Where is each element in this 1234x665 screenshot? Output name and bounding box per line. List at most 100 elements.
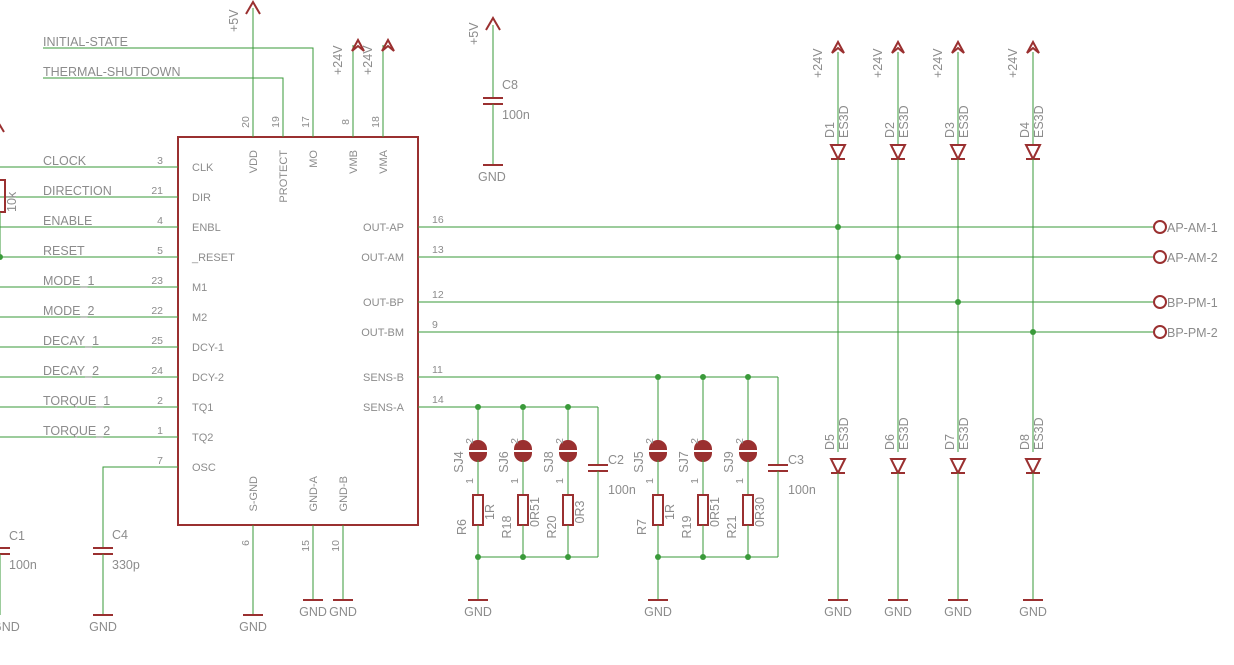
solder-jumper-half — [693, 440, 713, 450]
net-label: THERMAL-SHUTDOWN — [43, 65, 181, 79]
net-label: DIRECTION — [43, 184, 112, 198]
gnd-label: GND — [824, 605, 852, 619]
pin-name: DCY-2 — [192, 372, 224, 384]
diode-symbol — [889, 144, 907, 162]
power-arrow — [245, 0, 261, 15]
diode-value: ES3D — [957, 105, 971, 138]
pin-name: TQ1 — [192, 402, 213, 414]
connector-pad — [1153, 325, 1167, 339]
power-arrow — [951, 39, 965, 54]
diode-ref: D6 — [883, 434, 897, 450]
jumper-ref: SJ9 — [722, 451, 736, 473]
pin-name: DIR — [192, 192, 211, 204]
diode-ref: D8 — [1018, 434, 1032, 450]
net-wire — [43, 77, 284, 107]
net-label: DECAY_2 — [43, 364, 99, 378]
jumper-ref: SJ5 — [632, 451, 646, 473]
pin-number: 3 — [157, 155, 163, 167]
connector-pad — [1153, 295, 1167, 309]
pin-number: 2 — [157, 395, 163, 407]
pin-name: VDD — [248, 150, 260, 173]
power-label: +24V — [811, 48, 825, 78]
ic-body — [177, 136, 419, 526]
pin-mark: 2 — [734, 438, 746, 444]
pin-number: 12 — [432, 289, 444, 301]
partial-arrow — [0, 123, 5, 133]
gnd-label: GND — [239, 620, 267, 634]
gnd-label: GND — [644, 605, 672, 619]
pin-number: 24 — [151, 365, 163, 377]
pin-number: 6 — [240, 540, 252, 546]
solder-jumper-half — [468, 440, 488, 450]
net-wire — [43, 47, 314, 107]
pin-name: MO — [308, 150, 320, 168]
pin-name: OUT-BM — [361, 327, 404, 339]
cap-ref: C1 — [9, 529, 25, 543]
gnd-label: GND — [944, 605, 972, 619]
diode-ref: D7 — [943, 434, 957, 450]
pin-name: ENBL — [192, 222, 221, 234]
solder-jumper-half — [558, 440, 578, 450]
solder-jumper-half — [693, 452, 713, 462]
pin-number: 5 — [157, 245, 163, 257]
diode-value: ES3D — [1032, 105, 1046, 138]
resistor-value: 0R51 — [528, 497, 542, 527]
pin-name: SENS-A — [363, 402, 405, 414]
resistor-ref: R7 — [635, 519, 649, 535]
resistor-value: 1R — [483, 504, 497, 520]
power-arrow — [381, 37, 395, 52]
pin-number: 18 — [370, 116, 382, 128]
connector-label: AP-AM-1 — [1167, 221, 1218, 235]
pin-number: 9 — [432, 319, 438, 331]
net-label: MODE_2 — [43, 304, 94, 318]
diode-symbol — [829, 458, 847, 476]
connector-pad — [1153, 220, 1167, 234]
diode-ref: D5 — [823, 434, 837, 450]
pin-name: SENS-B — [363, 372, 404, 384]
diode-ref: D4 — [1018, 122, 1032, 138]
pin-mark: 1 — [554, 478, 566, 484]
solder-jumper-half — [738, 440, 758, 450]
solder-jumper-half — [558, 452, 578, 462]
diode-symbol — [949, 458, 967, 476]
pin-mark: 1 — [644, 478, 656, 484]
power-arrow — [351, 37, 365, 52]
power-arrow — [891, 39, 905, 54]
cap-value: 100n — [788, 483, 816, 497]
pin-number: 21 — [151, 185, 163, 197]
jumper-ref: SJ7 — [677, 451, 691, 473]
pin-number: 23 — [151, 275, 163, 287]
net-label: DECAY_1 — [43, 334, 99, 348]
gnd-label: GND — [884, 605, 912, 619]
net-label: CLOCK — [43, 154, 87, 168]
junction-dot — [1030, 329, 1036, 335]
pin-name: GND-A — [308, 475, 320, 511]
cap-value: 100n — [9, 558, 37, 572]
pin-name: DCY-1 — [192, 342, 224, 354]
jumper-ref: SJ8 — [542, 451, 556, 473]
resistor-symbol — [742, 494, 754, 526]
pin-mark: 2 — [464, 438, 476, 444]
net-label: RESET — [43, 244, 85, 258]
power-label: +5V — [467, 22, 481, 45]
power-label: +24V — [931, 48, 945, 78]
pin-number: 4 — [157, 215, 163, 227]
pin-number: 11 — [432, 364, 443, 376]
cap-ref: C2 — [608, 453, 624, 467]
net-label: INITIAL-STATE — [43, 35, 128, 49]
diode-ref: D3 — [943, 122, 957, 138]
cap-value: 100n — [608, 483, 636, 497]
pin-mark: 1 — [509, 478, 521, 484]
solder-jumper-half — [648, 440, 668, 450]
pin-name: VMB — [348, 150, 360, 174]
pin-number: 14 — [432, 394, 444, 406]
pin-name: TQ2 — [192, 432, 213, 444]
gnd-label: GND — [464, 605, 492, 619]
resistor-ref: R19 — [680, 515, 694, 538]
resistor-ref: R18 — [500, 515, 514, 538]
pin-mark: 2 — [554, 438, 566, 444]
gnd-label: GND — [1019, 605, 1047, 619]
power-label: +5V — [227, 9, 241, 32]
pin-number: 17 — [300, 116, 312, 128]
gnd-label: GND — [478, 170, 506, 184]
